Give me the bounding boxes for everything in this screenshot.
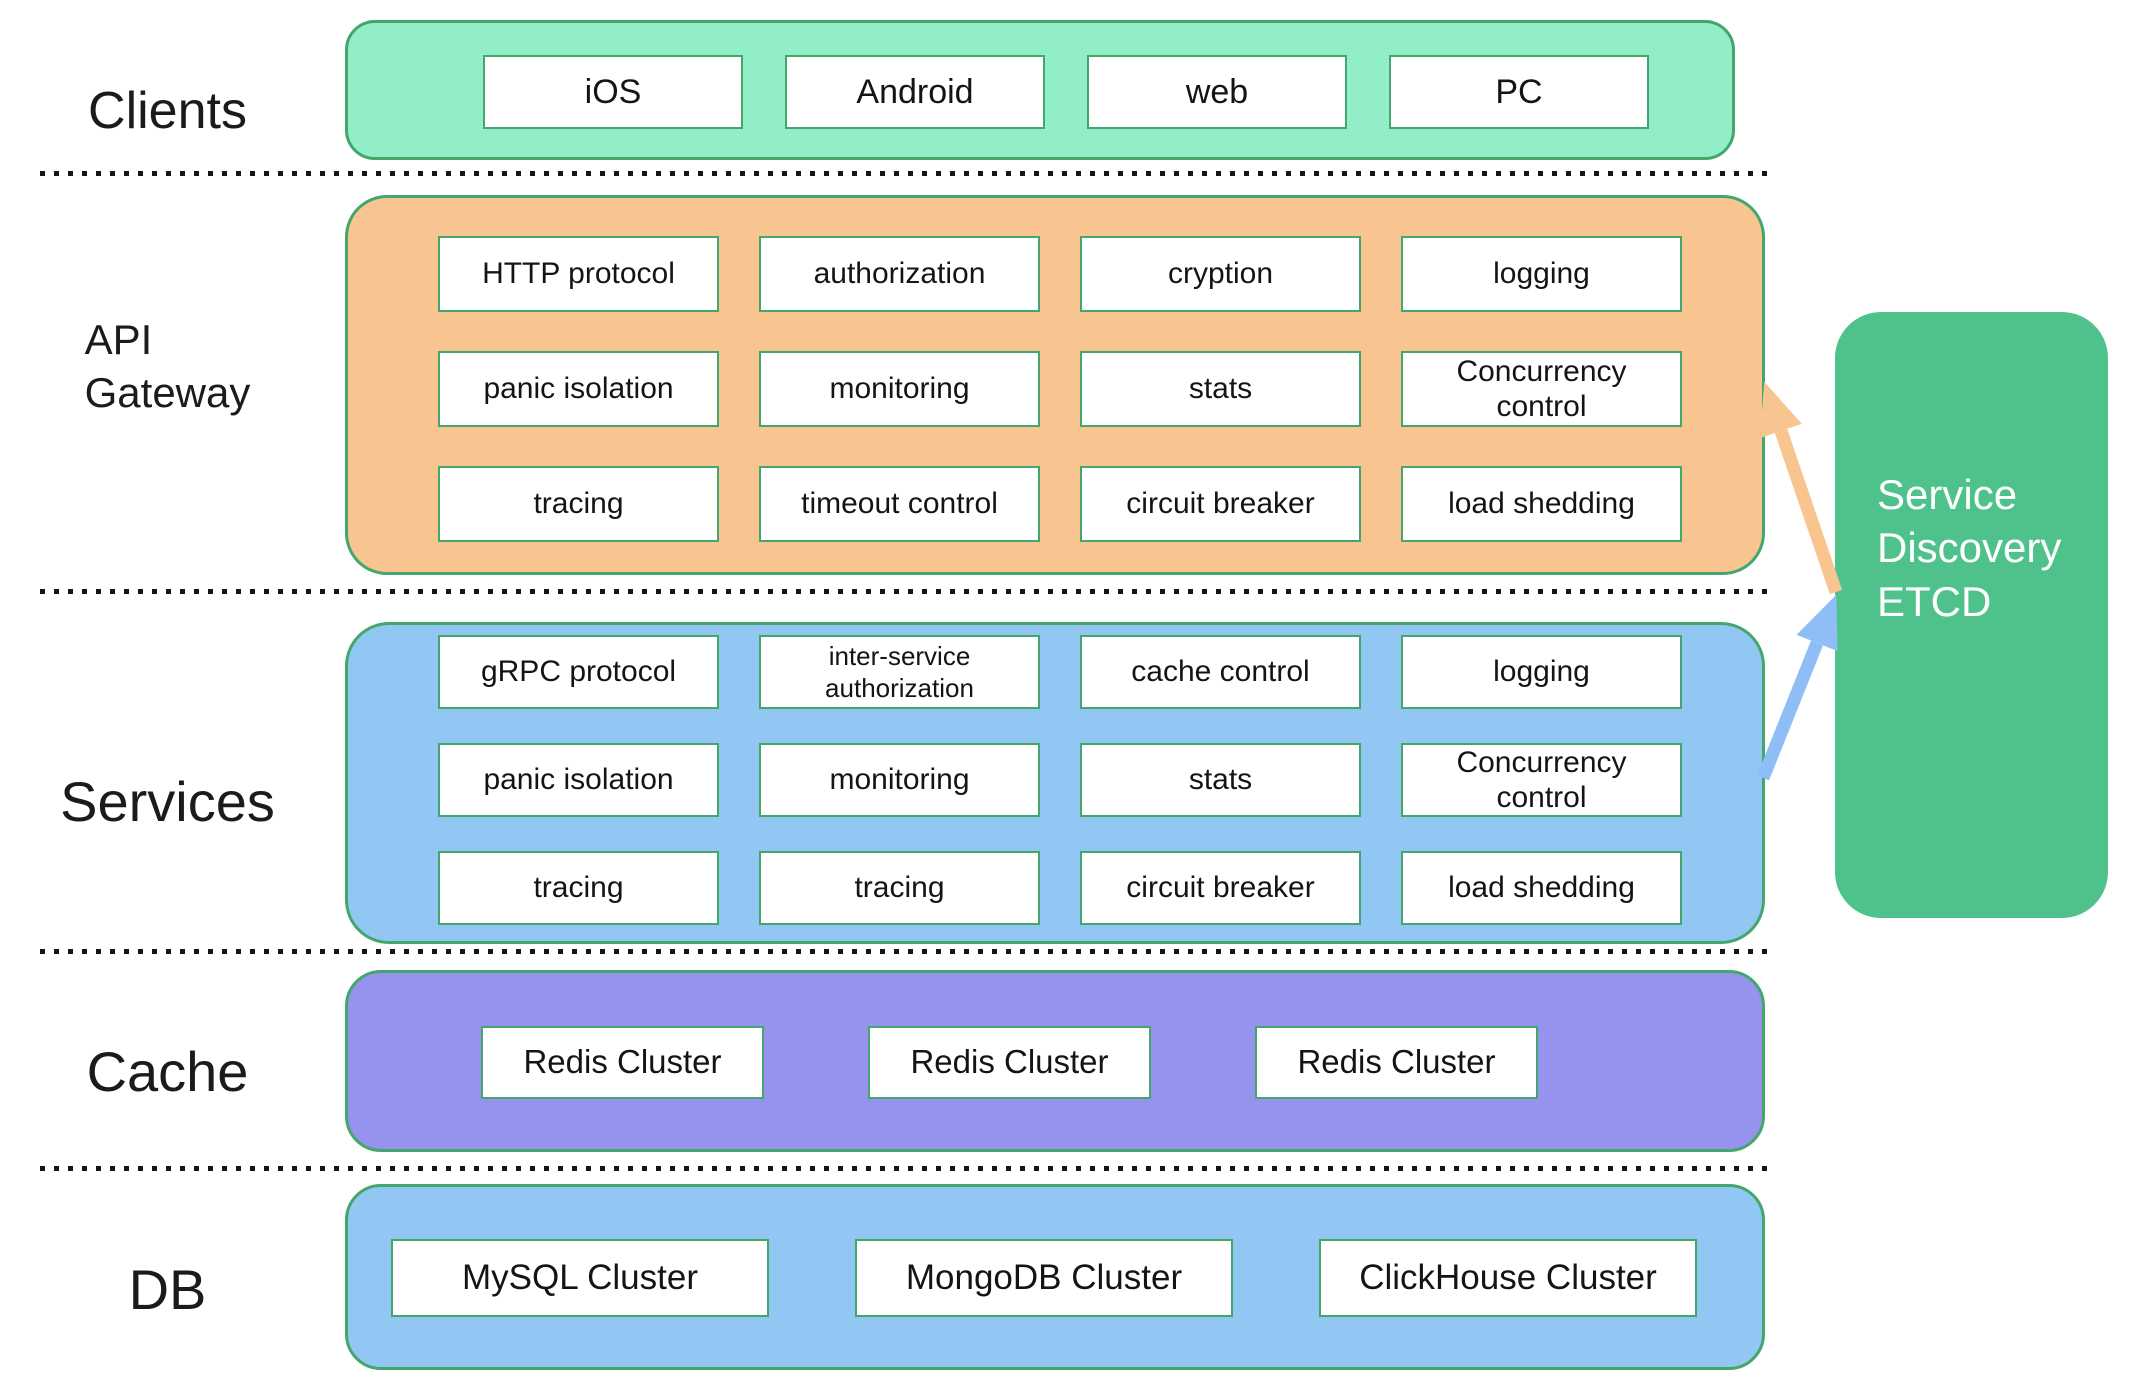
layer-label-cache: Cache — [86, 1040, 249, 1103]
separator-cache-db — [40, 1166, 1775, 1171]
client-box-web: web — [1087, 55, 1347, 129]
layer-label-db: DB — [128, 1258, 207, 1321]
feature-box-timeout-control: timeout control — [759, 466, 1040, 542]
separator-clients-apigateway — [40, 171, 1775, 176]
feature-box-panic-isolation: panic isolation — [438, 743, 719, 817]
feature-box-load-shedding: load shedding — [1401, 851, 1682, 925]
feature-box-concurrency-control: Concurrency control — [1401, 743, 1682, 817]
feature-box-cache-control: cache control — [1080, 635, 1361, 709]
feature-box-monitoring: monitoring — [759, 351, 1040, 427]
db-panel: MySQL Cluster MongoDB Cluster ClickHouse… — [345, 1184, 1765, 1370]
feature-box-tracing: tracing — [438, 466, 719, 542]
client-box-android: Android — [785, 55, 1045, 129]
layer-label-api-line2: Gateway — [84, 368, 251, 416]
feature-box-logging: logging — [1401, 635, 1682, 709]
feature-box-grpc-protocol: gRPC protocol — [438, 635, 719, 709]
feature-box-stats: stats — [1080, 351, 1361, 427]
redis-cluster-box: Redis Cluster — [1255, 1026, 1538, 1099]
feature-box-tracing: tracing — [759, 851, 1040, 925]
services-panel: gRPC protocol inter-service authorizatio… — [345, 622, 1765, 944]
feature-box-inter-service-authorization: inter-service authorization — [759, 635, 1040, 709]
feature-box-stats: stats — [1080, 743, 1361, 817]
feature-box-tracing: tracing — [438, 851, 719, 925]
client-box-ios: iOS — [483, 55, 743, 129]
layer-label-api-gateway: API Gateway — [0, 314, 335, 419]
service-discovery-etcd-box: Service Discovery ETCD — [1835, 312, 2108, 918]
api-gateway-panel: HTTP protocol authorization cryption log… — [345, 195, 1765, 575]
clickhouse-cluster-box: ClickHouse Cluster — [1319, 1239, 1697, 1317]
feature-box-http-protocol: HTTP protocol — [438, 236, 719, 312]
layer-label-services: Services — [60, 770, 275, 833]
clients-panel: iOS Android web PC — [345, 20, 1735, 160]
etcd-label-line3: ETCD — [1877, 577, 1992, 625]
feature-box-authorization: authorization — [759, 236, 1040, 312]
etcd-label-line1: Service — [1877, 471, 2018, 518]
mongodb-cluster-box: MongoDB Cluster — [855, 1239, 1233, 1317]
redis-cluster-box: Redis Cluster — [481, 1026, 764, 1099]
etcd-label-line2: Discovery — [1877, 524, 2062, 572]
separator-apigateway-services — [40, 589, 1775, 594]
cache-panel: Redis Cluster Redis Cluster Redis Cluste… — [345, 970, 1765, 1152]
feature-box-circuit-breaker: circuit breaker — [1080, 466, 1361, 542]
orange-arrow-etcd-to-api-gateway — [1760, 381, 1843, 595]
feature-box-monitoring: monitoring — [759, 743, 1040, 817]
feature-box-concurrency-control: Concurrency control — [1401, 351, 1682, 427]
client-box-pc: PC — [1389, 55, 1649, 129]
layer-label-clients: Clients — [88, 82, 247, 140]
feature-box-panic-isolation: panic isolation — [438, 351, 719, 427]
feature-box-load-shedding: load shedding — [1401, 466, 1682, 542]
blue-arrow-services-to-etcd — [1756, 594, 1838, 781]
separator-services-cache — [40, 949, 1775, 954]
layer-label-api-line1: API — [84, 316, 153, 363]
feature-box-cryption: cryption — [1080, 236, 1361, 312]
mysql-cluster-box: MySQL Cluster — [391, 1239, 769, 1317]
feature-box-circuit-breaker: circuit breaker — [1080, 851, 1361, 925]
redis-cluster-box: Redis Cluster — [868, 1026, 1151, 1099]
feature-box-logging: logging — [1401, 236, 1682, 312]
